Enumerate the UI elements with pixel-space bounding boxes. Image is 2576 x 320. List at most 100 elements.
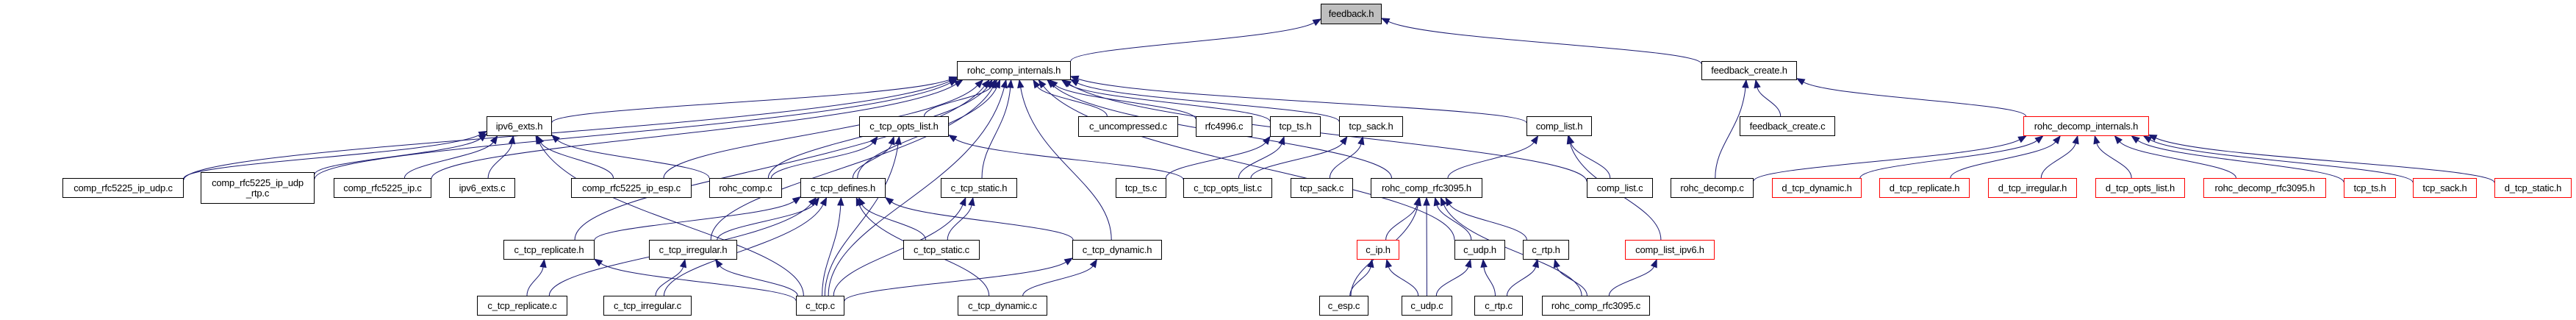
edge-rohc-comp-rfc3095-h-to-comp-list-h [1447,142,1535,179]
graph-node-comp-rfc5225-ip-c[interactable]: comp_rfc5225_ip.c [334,178,431,198]
arrowhead-icon [1380,18,1391,25]
graph-node-d-tcp-dynamic-h[interactable]: d_tcp_dynamic.h [1772,178,1862,198]
graph-node-c-uncompressed-c[interactable]: c_uncompressed.c [1078,116,1178,137]
arrowhead-icon [551,134,560,143]
graph-node-tcp-sack-h-d[interactable]: tcp_sack.h [2413,178,2477,198]
graph-node-comp-list-c[interactable]: comp_list.c [1587,178,1653,198]
edge-rohc-comp-c-to-c-tcp-opts-list-h [770,142,874,179]
graph-node-d-tcp-irregular-h[interactable]: d_tcp_irregular.h [1988,178,2077,198]
graph-node-c-tcp-opts-list-h[interactable]: c_tcp_opts_list.h [859,116,949,137]
edge-rohc-comp-internals-h-to-feedback-h [1070,22,1315,62]
graph-node-feedback-h: feedback.h [1321,4,1382,24]
arrowhead-icon [539,258,547,269]
edge-comp-list-c-to-comp-list-h [1571,143,1611,179]
graph-node-c-tcp-static-c[interactable]: c_tcp_static.c [903,240,980,260]
graph-node-c-tcp-replicate-h[interactable]: c_tcp_replicate.h [503,240,595,260]
graph-node-rohc-comp-c[interactable]: rohc_comp.c [709,178,782,198]
arrowhead-icon [2148,134,2158,142]
edge-c-ip-h-to-rohc-comp-rfc3095-h [1385,205,1418,241]
edge-c-rtp-c-to-c-udp-h [1483,266,1496,296]
edge-tcp-sack-c-to-tcp-sack-h [1329,143,1362,179]
graph-node-comp-list-ipv6-h[interactable]: comp_list_ipv6.h [1625,240,1715,260]
graph-node-rohc-decomp-c[interactable]: rohc_decomp.c [1671,178,1754,198]
arrowhead-icon [1742,79,1749,88]
graph-node-comp-rfc5225-ip-udp-rtp-c[interactable]: comp_rfc5225_ip_udp _rtp.c [201,172,315,204]
edge-c-tcp-dynamic-h-to-rohc-comp-internals-h [1020,87,1112,241]
arrowhead-icon [1069,75,1080,82]
graph-node-c-tcp-dynamic-h[interactable]: c_tcp_dynamic.h [1072,240,1162,260]
edge-c-rtp-h-to-rohc-comp-rfc3095-h [1449,204,1527,241]
graph-node-rohc-decomp-rfc3095-h[interactable]: rohc_decomp_rfc3095.h [2203,178,2326,198]
edge-rohc-decomp-c-to-feedback-create-h [1715,87,1746,179]
arrowhead-icon [1414,196,1421,207]
edge-c-tcp-irregular-h-to-c-tcp-defines-h [717,203,815,241]
graph-node-c-tcp-replicate-c[interactable]: c_tcp_replicate.c [477,296,567,316]
graph-node-tcp-sack-h[interactable]: tcp_sack.h [1339,116,1403,137]
graph-node-c-tcp-c[interactable]: c_tcp.c [796,296,844,316]
arrowhead-icon [968,196,975,207]
arrowhead-icon [1063,257,1074,266]
edge-rohc-decomp-rfc3095-h-to-rohc-decomp-internals-h [2119,141,2236,179]
edge-c-tcp-static-c-to-c-tcp-static-h [947,205,972,241]
graph-node-tcp-ts-h-d[interactable]: tcp_ts.h [2344,178,2396,198]
graph-node-feedback-create-h[interactable]: feedback_create.h [1701,61,1797,80]
graph-node-rohc-decomp-internals-h[interactable]: rohc_decomp_internals.h [2023,116,2149,136]
graph-node-c-tcp-static-h[interactable]: c_tcp_static.h [941,178,1017,198]
edge-c-tcp-static-h-to-rohc-comp-internals-h [981,87,1011,179]
graph-node-d-tcp-replicate-h[interactable]: d_tcp_replicate.h [1879,178,1970,198]
arrowhead-icon [837,196,844,206]
arrowhead-icon [1650,258,1657,269]
arrowhead-icon [1357,135,1365,146]
arrowhead-icon [1038,79,1047,89]
graph-node-tcp-sack-c[interactable]: tcp_sack.c [1291,178,1353,198]
graph-node-comp-rfc5225-ip-esp-c[interactable]: comp_rfc5225_ip_esp.c [571,178,692,198]
graph-node-c-udp-h[interactable]: c_udp.h [1454,240,1505,260]
arrowhead-icon [981,79,990,89]
graph-node-rfc4996-c[interactable]: rfc4996.c [1196,116,1252,137]
edge-c-tcp-c-to-ipv6-exts-h [539,142,804,296]
arrowhead-icon [593,258,603,267]
graph-node-c-rtp-c[interactable]: c_rtp.c [1474,296,1523,316]
graph-node-c-tcp-dynamic-c[interactable]: c_tcp_dynamic.c [958,296,1047,316]
edge-c-tcp-irregular-c-to-c-tcp-irregular-h [655,266,684,296]
graph-node-c-tcp-defines-h[interactable]: c_tcp_defines.h [800,178,886,198]
graph-node-ipv6-exts-c[interactable]: ipv6_exts.c [449,178,515,198]
graph-node-feedback-create-c[interactable]: feedback_create.c [1740,116,1835,136]
graph-node-ipv6-exts-h[interactable]: ipv6_exts.h [487,116,552,136]
graph-node-d-tcp-static-h[interactable]: d_tcp_static.h [2494,178,2572,198]
arrowhead-icon [1795,78,1806,85]
arrowhead-icon [1445,196,1453,207]
arrowhead-icon [2093,135,2100,145]
graph-node-c-tcp-irregular-c[interactable]: c_tcp_irregular.c [603,296,692,316]
graph-node-d-tcp-opts-list-h[interactable]: d_tcp_opts_list.h [2095,178,2185,198]
graph-node-c-tcp-opts-list-c[interactable]: c_tcp_opts_list.c [1183,178,1272,198]
graph-node-c-udp-c[interactable]: c_udp.c [1402,296,1452,316]
edge-c-rtp-c-to-c-rtp-h [1506,266,1537,296]
arrowhead-icon [975,79,984,88]
graph-node-rohc-comp-rfc3095-c[interactable]: rohc_comp_rfc3095.c [1542,296,1650,316]
edge-c-tcp-c-to-c-tcp-opts-list-h [824,143,899,296]
graph-node-c-ip-h[interactable]: c_ip.h [1357,240,1399,260]
edge-rohc-comp-rfc3095-c-to-comp-list-ipv6-h [1608,266,1654,296]
graph-node-c-rtp-h[interactable]: c_rtp.h [1523,240,1569,260]
arrowhead-icon [1553,258,1560,269]
arrowhead-icon [1006,79,1014,88]
graph-node-c-esp-c[interactable]: c_esp.c [1319,296,1368,316]
arrowhead-icon [1367,258,1374,269]
graph-node-rohc-comp-internals-h[interactable]: rohc_comp_internals.h [957,61,1071,80]
edge-rohc-decomp-internals-h-to-feedback-create-h [1803,82,2027,117]
arrowhead-icon [508,135,516,145]
arrowhead-icon [1278,135,1285,146]
edge-rohc-comp-rfc3095-c-to-c-rtp-h [1556,266,1587,296]
graph-node-comp-list-h[interactable]: comp_list.h [1526,116,1592,136]
graph-node-comp-rfc5225-ip-udp-c[interactable]: comp_rfc5225_ip_udp.c [62,178,184,198]
edge-comp-rfc5225-ip-udp-rtp-c-to-rohc-comp-internals-h [314,82,951,179]
edge-comp-list-h-to-rohc-comp-internals-h [1077,78,1527,124]
arrowhead-icon [1433,196,1441,207]
graph-node-tcp-ts-c[interactable]: tcp_ts.c [1116,178,1166,198]
graph-node-tcp-ts-h[interactable]: tcp_ts.h [1270,116,1321,137]
graph-node-c-tcp-irregular-h[interactable]: c_tcp_irregular.h [649,240,737,260]
arrowhead-icon [792,196,802,205]
graph-node-rohc-comp-rfc3095-h[interactable]: rohc_comp_rfc3095.h [1371,178,1482,198]
edge-comp-rfc5225-ip-udp-c-to-ipv6-exts-h [183,134,481,179]
